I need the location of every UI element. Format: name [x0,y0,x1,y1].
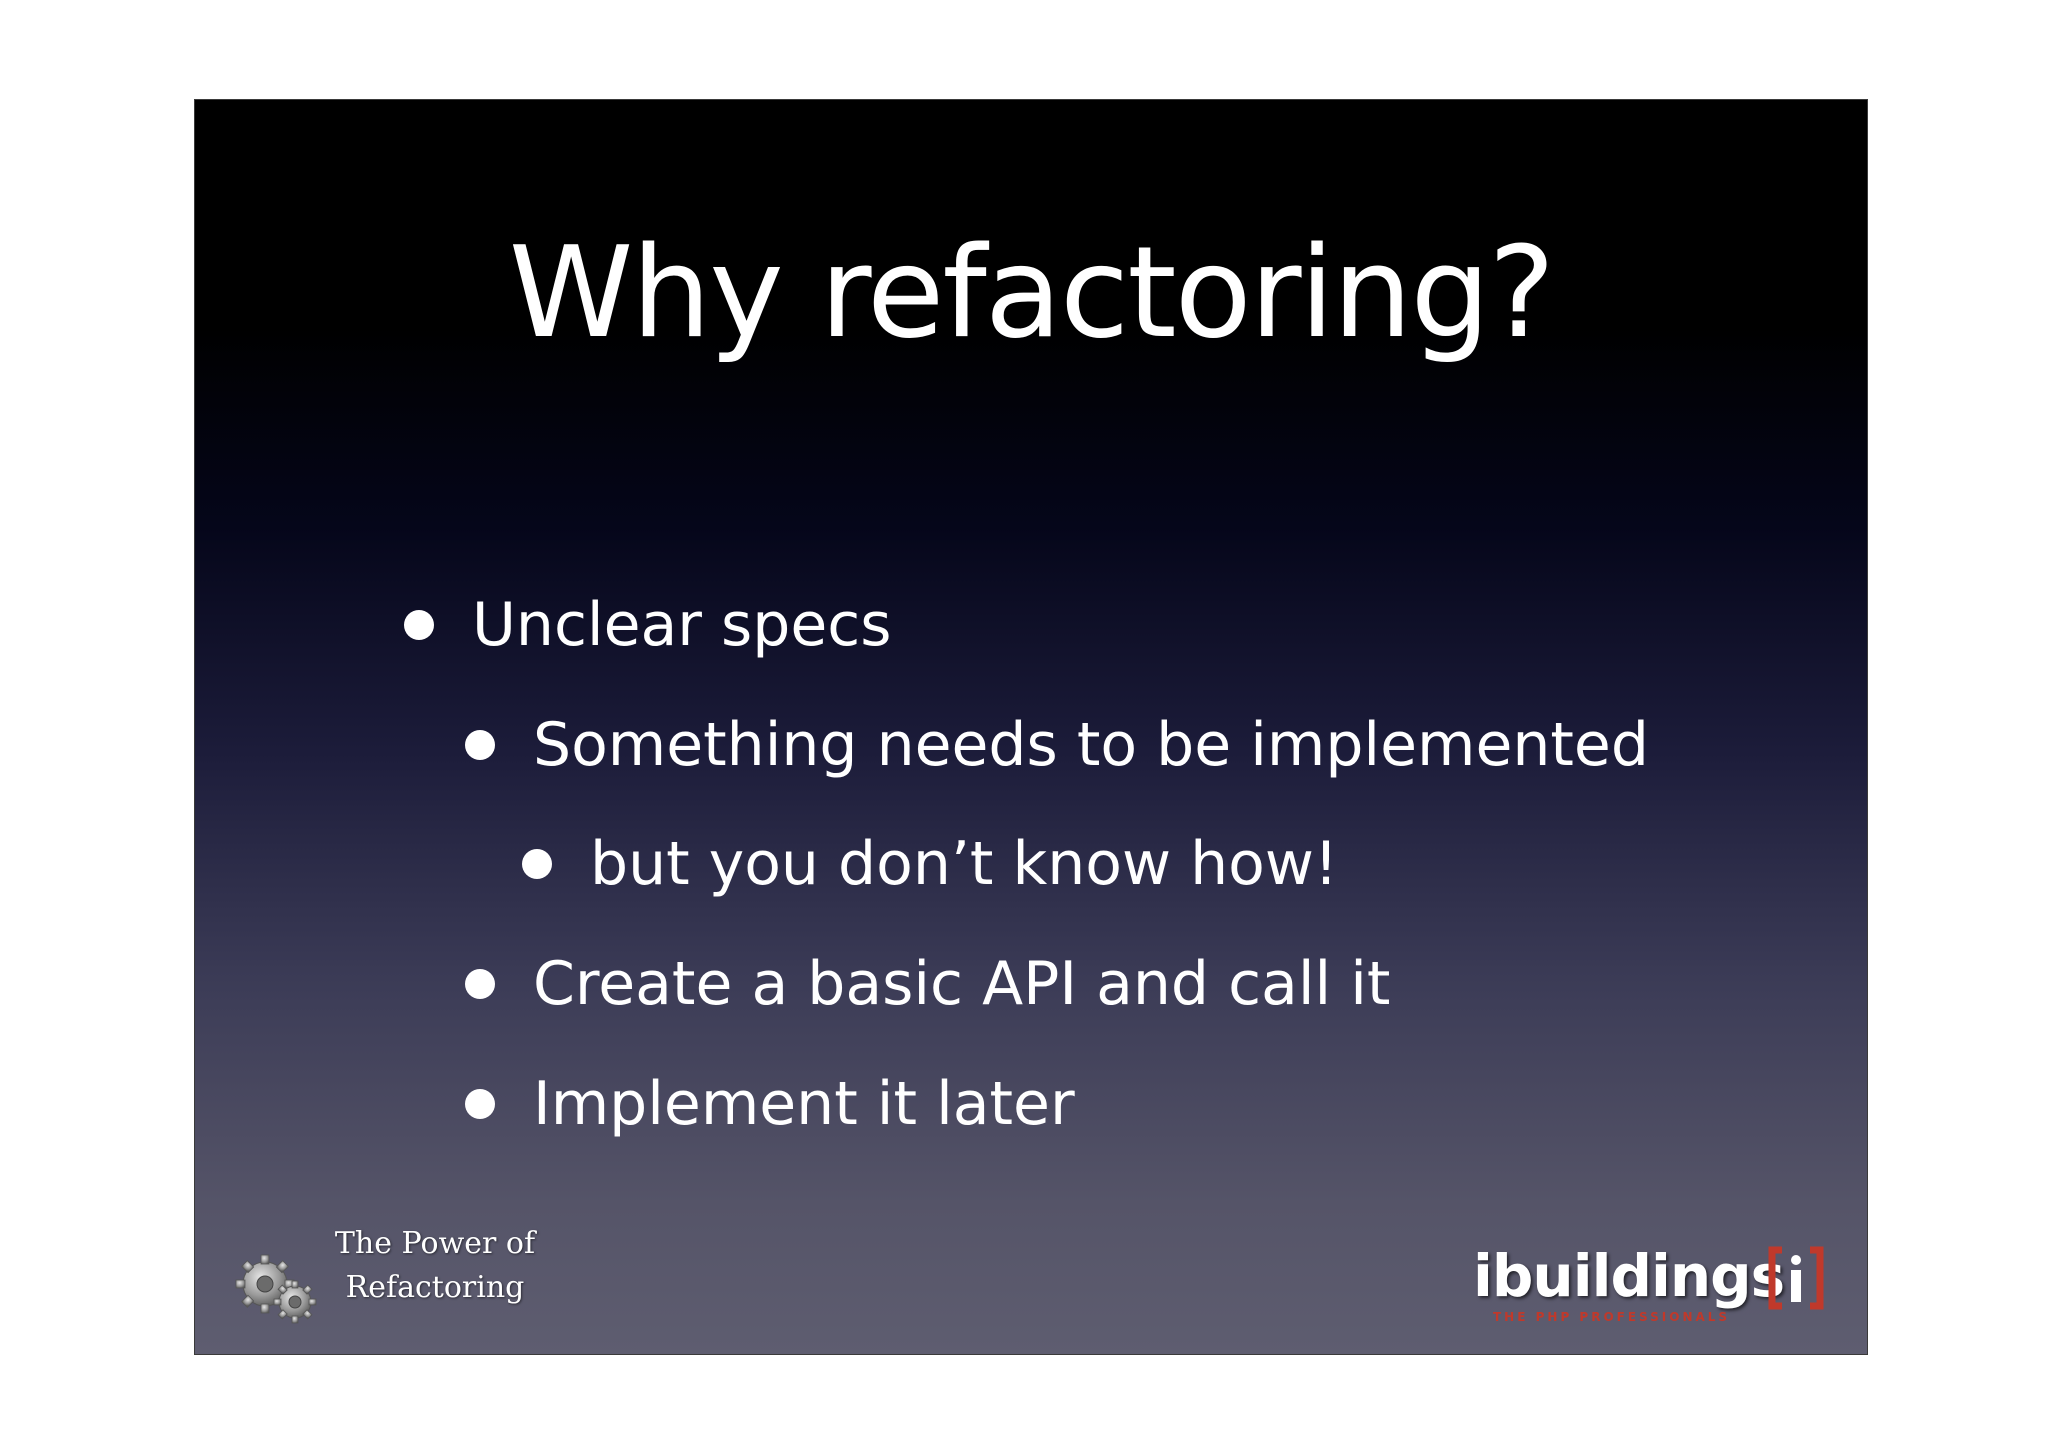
bullet-level-2: Something needs to be implemented [465,705,1649,785]
logo-bracket-i-icon [1768,1246,1824,1310]
bullet-dot-icon [404,610,434,640]
ibuildings-logo: ibuildings THE PHP PROFESSIONALS [1473,1240,1833,1340]
bullet-dot-icon [465,730,495,760]
bullet-dot-icon [465,1089,495,1119]
bullet-level-3: but you don’t know how! [522,824,1338,904]
logo-wordmark: ibuildings [1473,1242,1785,1310]
bullet-text: Unclear specs [472,590,892,660]
bullet-text: Something needs to be implemented [533,710,1649,780]
slide-title: Why refactoring? [508,219,1555,366]
presentation-title-line2: Refactoring [345,1270,525,1305]
logo-tagline: THE PHP PROFESSIONALS [1493,1310,1731,1324]
bullet-dot-icon [465,969,495,999]
bullet-dot-icon [522,849,552,879]
gears-icon [235,1254,317,1324]
presentation-title-line1: The Power of [334,1226,536,1261]
bullet-level-2: Create a basic API and call it [465,944,1390,1024]
slide: Why refactoring? Unclear specs Something… [194,99,1868,1355]
bullet-text: Implement it later [533,1069,1075,1139]
presentation-title: The Power of Refactoring [325,1222,545,1310]
bullet-text: but you don’t know how! [590,829,1339,899]
bullet-level-2: Implement it later [465,1064,1075,1144]
bullet-level-1: Unclear specs [404,585,892,665]
bullet-text: Create a basic API and call it [533,949,1391,1019]
